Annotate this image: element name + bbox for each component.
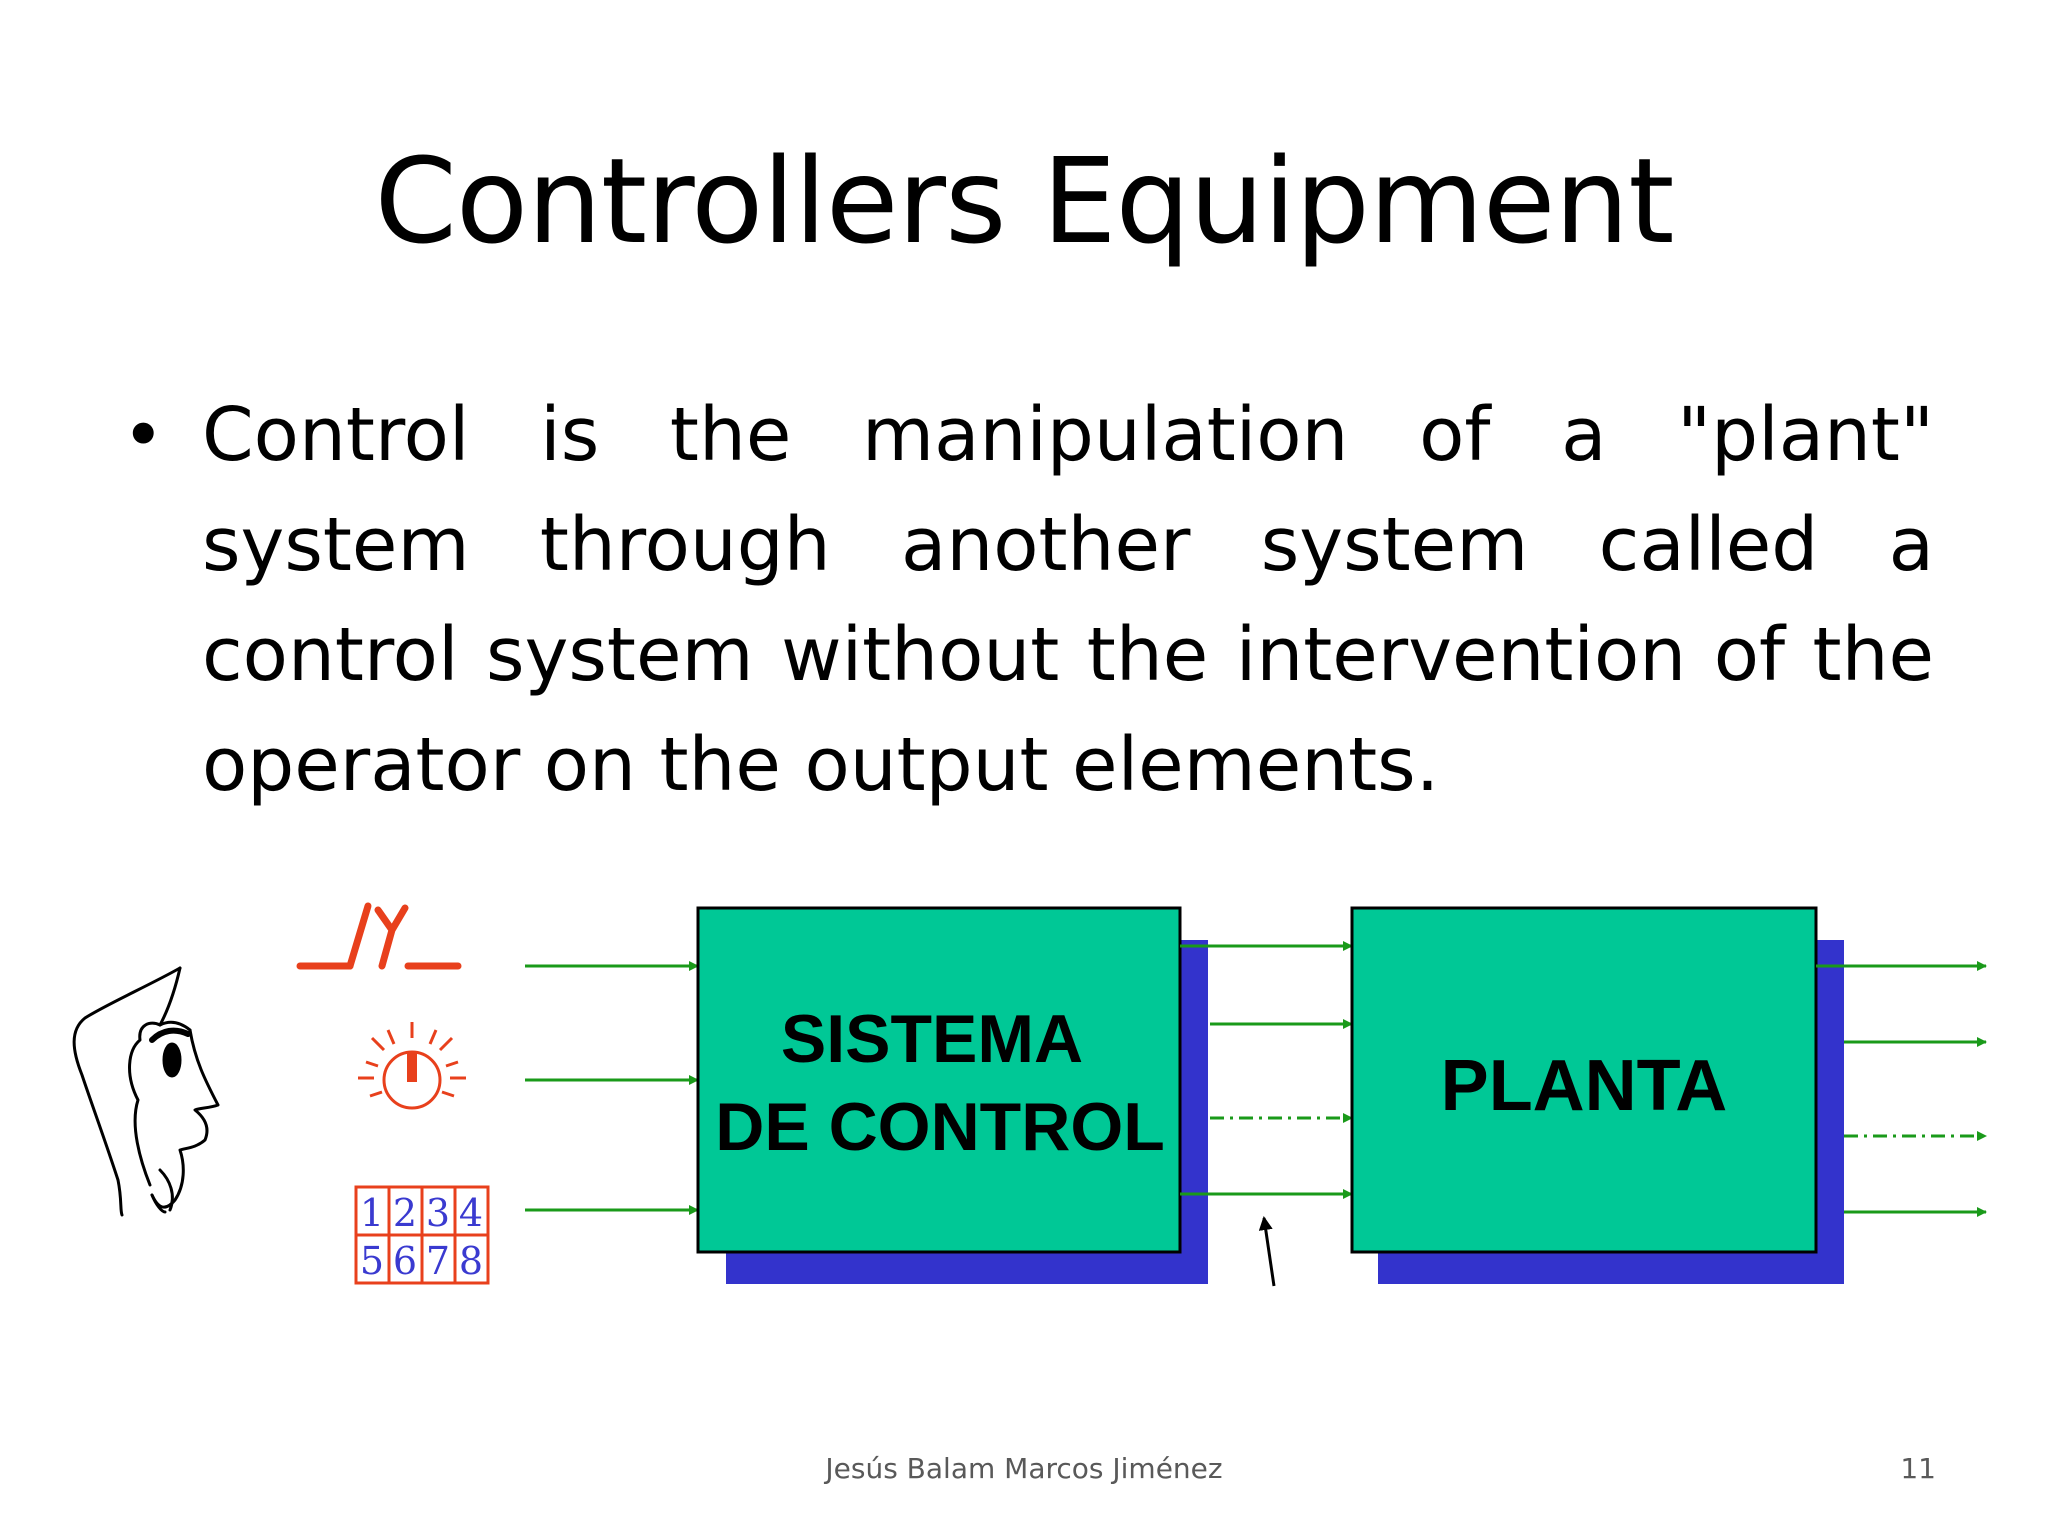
slide-title: Controllers Equipment — [374, 132, 1675, 270]
control-block-line2: DE CONTROL — [715, 1089, 1165, 1165]
control-block-box — [696, 906, 1182, 1254]
keypad-key: 8 — [459, 1239, 483, 1283]
keypad-key: 4 — [459, 1191, 483, 1235]
keypad-key: 6 — [393, 1239, 417, 1283]
keypad-key: 7 — [426, 1239, 450, 1283]
page-number: 11 — [1900, 1452, 1936, 1485]
keypad-key: 5 — [360, 1239, 384, 1283]
indicator-lamp-icon — [358, 1022, 466, 1110]
control-block-line1: SISTEMA — [781, 1001, 1083, 1077]
keypad-key: 1 — [360, 1191, 384, 1235]
plant-block-box — [1350, 906, 1818, 1254]
switch-icon — [296, 902, 462, 970]
control-system-block: SISTEMA DE CONTROL — [696, 906, 1208, 1284]
bullet-marker: • — [122, 393, 165, 477]
input-arrows — [525, 961, 699, 1215]
bullet-text: Control is the manipulation of a "plant"… — [202, 392, 1934, 808]
control-system-diagram: 1 2 3 4 5 6 7 8 SISTEMA DE CONTROL — [72, 902, 1987, 1287]
plant-output-arrows — [1816, 961, 1987, 1217]
disturbance-arrow — [1258, 1216, 1276, 1287]
plant-block-label: PLANTA — [1441, 1046, 1728, 1126]
operator-face-icon — [72, 966, 220, 1217]
plant-block: PLANTA — [1350, 906, 1844, 1284]
slide-footer: Jesús Balam Marcos Jiménez — [825, 1452, 1223, 1485]
keypad-key: 3 — [426, 1191, 450, 1235]
keypad-icon: 1 2 3 4 5 6 7 8 — [354, 1185, 490, 1285]
keypad-key: 2 — [393, 1191, 417, 1235]
control-output-arrows — [1180, 941, 1353, 1199]
